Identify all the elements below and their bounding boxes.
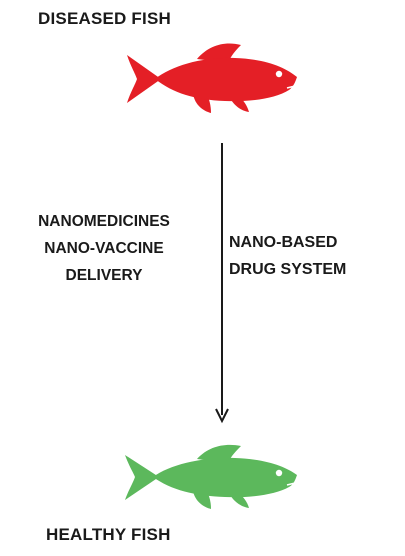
right-line-2: DRUG SYSTEM [229,261,347,278]
right-line-1: NANO-BASED [229,234,338,251]
left-line-3: DELIVERY [65,267,143,284]
diseased-fish-title: DISEASED FISH [38,9,171,28]
left-line-2: NANO-VACCINE [44,240,164,257]
treatment-methods-text: NANOMEDICINES NANO-VACCINE DELIVERY [4,208,204,289]
healthy-fish-icon [125,444,297,509]
drug-system-text: NANO-BASED DRUG SYSTEM [229,229,405,283]
arrow-down-icon [215,143,229,424]
left-line-1: NANOMEDICINES [38,213,170,230]
healthy-fish-title: HEALTHY FISH [46,525,171,544]
diseased-fish-icon [127,43,297,113]
